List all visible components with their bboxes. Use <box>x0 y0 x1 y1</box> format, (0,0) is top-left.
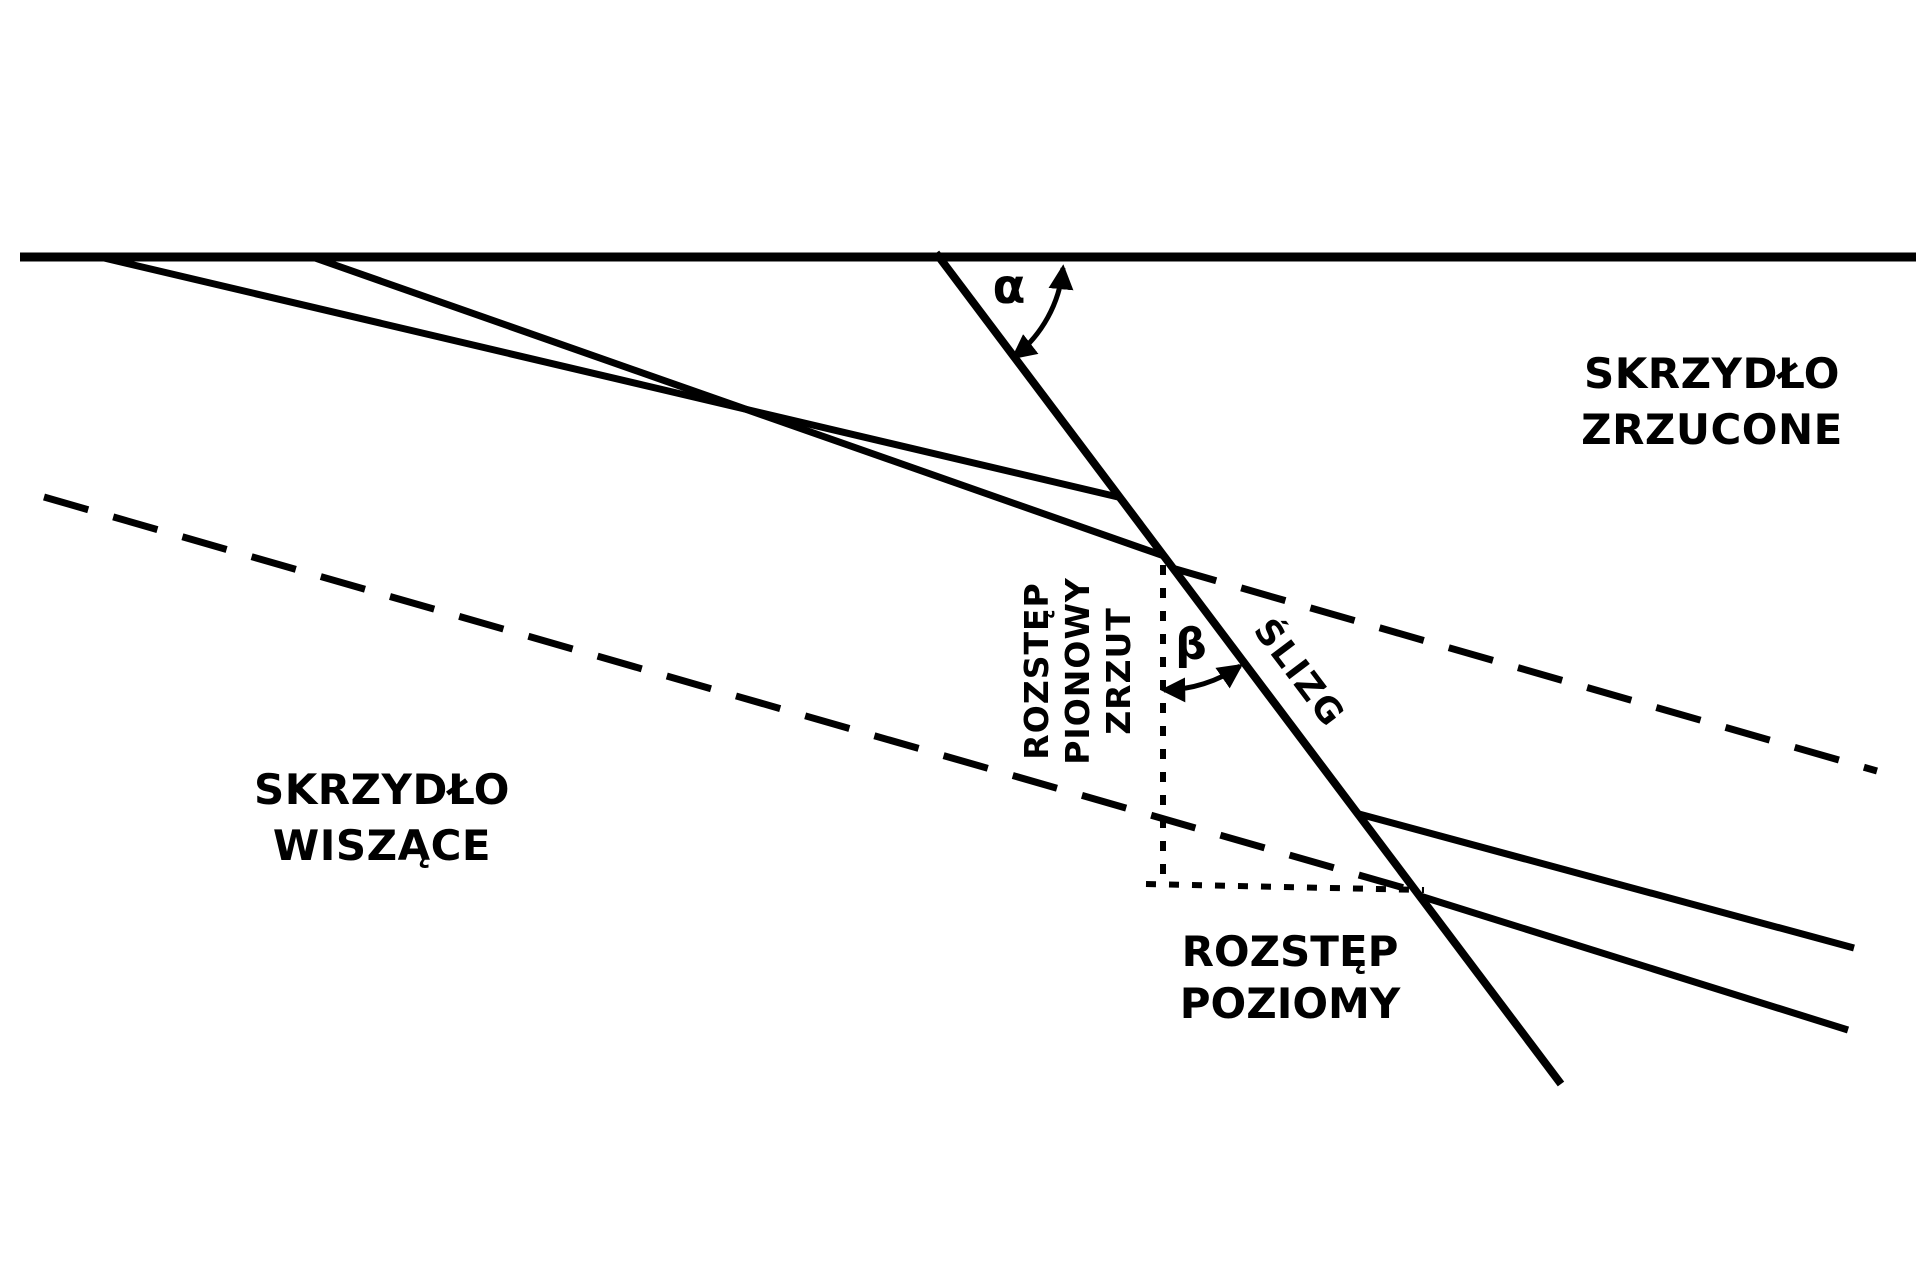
downthrown-bed-lower-line <box>1418 892 1850 1034</box>
beta-angle-arc <box>1160 663 1244 703</box>
hanging-wall-label-line2: WISZĄCE <box>273 821 491 870</box>
hanging-wall-marker-dashed-line <box>43 493 1419 896</box>
vertical-separation-label-line3: ZRZUT <box>1099 607 1138 735</box>
downthrown-bed-upper-line <box>1358 810 1855 952</box>
horizontal-separation-label: ROZSTĘP POZIOMY <box>1180 927 1401 1028</box>
hanging-wall-bed-upper-line <box>103 254 1119 501</box>
slip-label: ŚLIZG <box>1245 610 1354 735</box>
beta-label: β <box>1175 619 1207 670</box>
horizontal-separation-label-line1: ROZSTĘP <box>1182 927 1399 976</box>
downthrown-wall-label-line2: ZRZUCONE <box>1581 405 1843 454</box>
hanging-wall-label: SKRZYDŁO WISZĄCE <box>254 765 510 870</box>
downthrown-marker-dashed-line <box>1171 564 1878 775</box>
alpha-label: α <box>993 259 1026 315</box>
horizontal-separation-label-line2: POZIOMY <box>1180 979 1401 1028</box>
vertical-separation-label: ROZSTĘP PIONOWY ZRZUT <box>1017 577 1138 765</box>
horizontal-heave-dotted-line <box>1145 881 1425 893</box>
downthrown-wall-label: SKRZYDŁO ZRZUCONE <box>1581 349 1843 454</box>
alpha-angle-arc <box>1011 264 1074 360</box>
hanging-wall-bed-lower-line <box>313 254 1166 560</box>
downthrown-wall-label-line1: SKRZYDŁO <box>1584 349 1840 398</box>
vertical-separation-label-line1: ROZSTĘP <box>1017 582 1056 759</box>
fault-line <box>932 250 1565 1087</box>
hanging-wall-label-line1: SKRZYDŁO <box>254 765 510 814</box>
vertical-separation-label-line2: PIONOWY <box>1058 577 1097 765</box>
